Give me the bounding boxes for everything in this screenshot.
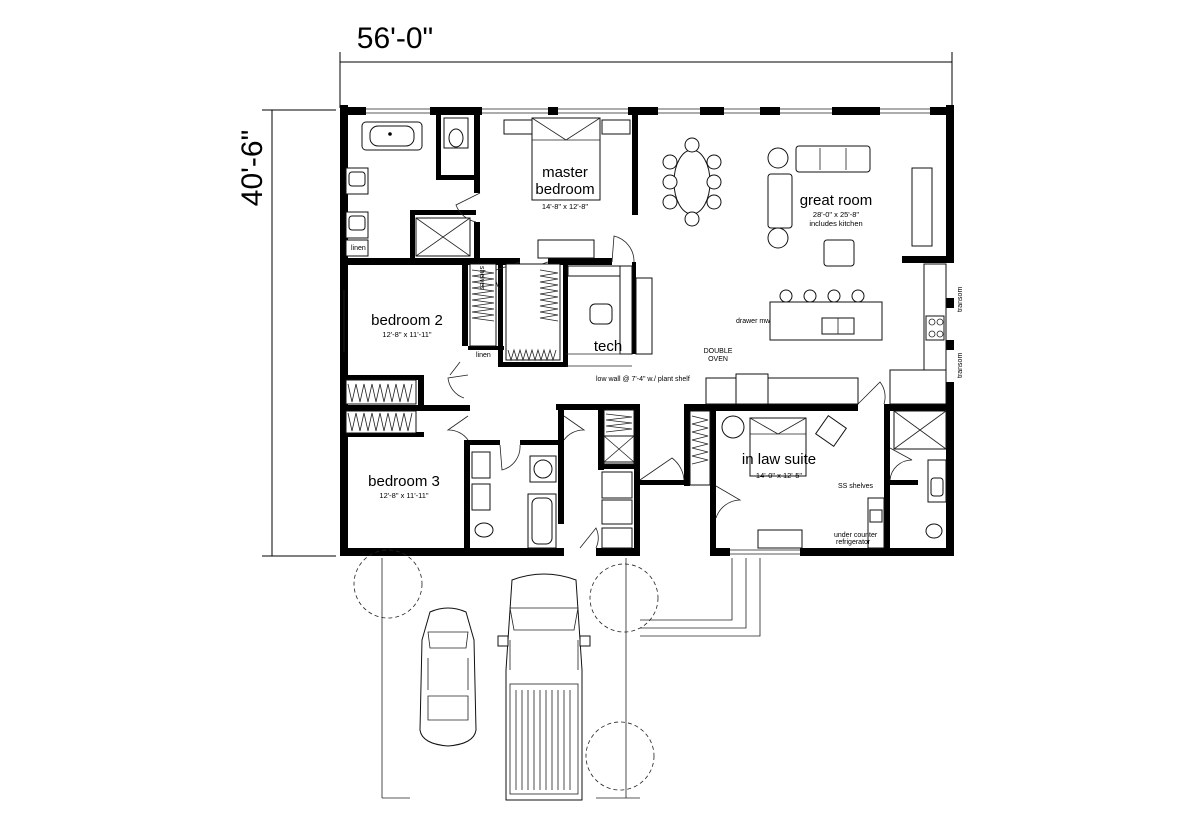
under-counter-label-1: under counter	[834, 532, 878, 539]
overall-depth-label: 40'-6"	[236, 130, 269, 206]
hall-linen-label: linen	[476, 352, 491, 359]
ss-shelves-label: SS shelves	[838, 483, 874, 490]
in-law-suite-name: in law suite	[742, 451, 816, 468]
great-room-note: includes kitchen	[809, 219, 862, 228]
master-bath-fixtures	[345, 117, 471, 257]
exterior-walls	[340, 105, 954, 556]
tech-name: tech	[594, 338, 622, 355]
low-wall-label: low wall @ 7'-4" w./ plant shelf	[596, 376, 690, 383]
bedroom-2-name: bedroom 2	[371, 312, 443, 329]
hall-bath-fixtures	[471, 451, 557, 549]
great-room-dims: 28'-0" x 25'-8"	[813, 210, 859, 219]
bedroom-2-dims: 12'-8" x 11'-11"	[382, 330, 432, 339]
master-bedroom-name-line2: bedroom	[535, 181, 594, 198]
bedroom-3-name: bedroom 3	[368, 473, 440, 490]
great-room-name: great room	[800, 192, 873, 209]
overall-width-label: 56'-0"	[357, 22, 433, 55]
double-oven-label-1: DOUBLE	[704, 348, 733, 355]
in-law-suite-dims: 14'-0" x 12'-5"	[756, 471, 802, 480]
master-bedroom-furniture	[503, 117, 631, 259]
interior-walls	[340, 115, 950, 552]
drawer-mw-label: drawer mw	[736, 318, 771, 325]
car-sedan	[419, 607, 477, 747]
shelves-label: shelves	[478, 266, 485, 290]
closets	[345, 263, 711, 486]
driveway	[353, 549, 761, 799]
transom-bottom-label: transom	[957, 353, 964, 378]
bedroom-3-dims: 12'-8" x 11'-11"	[379, 491, 429, 500]
transom-top-label: transom	[957, 287, 964, 312]
double-oven-label-2: OVEN	[708, 356, 728, 363]
in-law-suite-furniture	[721, 410, 947, 549]
tech-furniture	[566, 265, 653, 367]
master-bedroom-dims: 14'-8" x 12'-8"	[542, 202, 588, 211]
laundry-fixtures	[601, 471, 633, 549]
dimension-lines: 56'-0" 40'-6"	[236, 22, 953, 557]
master-bedroom-name-line1: master	[542, 164, 588, 181]
master-linen-label: linen	[351, 245, 366, 252]
under-counter-label-2: refrigerator	[836, 539, 871, 546]
great-room-furniture	[662, 137, 947, 405]
car-pickup	[497, 573, 591, 801]
door-swings	[446, 192, 913, 549]
